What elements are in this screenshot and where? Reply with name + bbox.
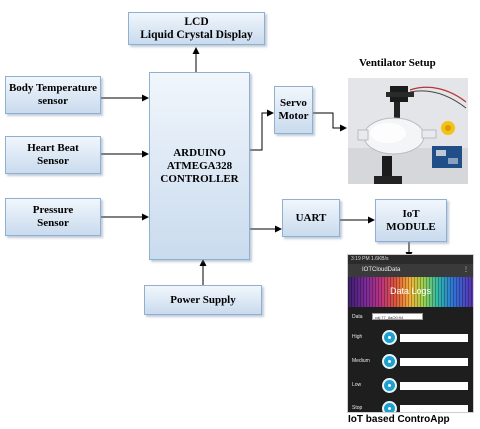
body-temperature-line1: Body Temperature — [8, 82, 98, 94]
value-bar-medium — [400, 358, 468, 366]
servo-line2: Motor — [278, 110, 309, 122]
uart-label: UART — [295, 211, 327, 224]
heart-beat-sensor-block: Heart Beat Sensor — [5, 136, 101, 174]
data-label: Data — [352, 314, 363, 320]
banner-title: Data Logs — [389, 286, 432, 296]
power-button-high[interactable] — [382, 330, 397, 345]
arduino-controller-block: ARDUINO ATMEGA328 CONTROLLER — [149, 72, 250, 260]
value-bar-stop — [400, 405, 468, 412]
arduino-line1: ARDUINO — [173, 146, 226, 159]
arduino-line2: ATMEGA328 — [166, 159, 233, 172]
ventilator-setup-caption: Ventilator Setup — [359, 57, 436, 69]
arrow-arduino-to-servo — [250, 109, 274, 151]
row-label-medium: Medium — [352, 358, 370, 364]
row-label-low: Low — [352, 382, 362, 388]
servo-line1: Servo — [280, 97, 307, 109]
overflow-menu-icon[interactable]: ⋮ — [463, 267, 469, 273]
pressure-line1: Pressure — [32, 204, 74, 216]
data-field[interactable]: cdj:77_8aO0:94 — [372, 313, 423, 320]
pressure-sensor-block: Pressure Sensor — [5, 198, 101, 236]
ventilator-photo — [348, 78, 468, 184]
lcd-subtitle: Liquid Crystal Display — [140, 28, 253, 41]
power-supply-label: Power Supply — [170, 293, 236, 306]
pressure-line2: Sensor — [37, 217, 69, 229]
row-label-stop: Stop — [352, 405, 363, 411]
power-button-stop[interactable] — [382, 401, 397, 412]
app-body: Data cdj:77_8aO0:94 High Medium Low Stop — [348, 307, 473, 412]
uart-block: UART — [282, 199, 340, 237]
body-temperature-sensor-block: Body Temperature sensor — [5, 76, 101, 114]
iot-module-block: IoT MODULE — [375, 199, 447, 242]
lcd-title: LCD — [184, 15, 209, 28]
phone-status-bar: 3:19 PM 1.6KB/s — [348, 255, 473, 264]
value-bar-low — [400, 382, 468, 390]
app-title-bar: IOTCloudData ⋮ — [348, 264, 473, 277]
heart-beat-line2: Sensor — [37, 155, 69, 167]
power-button-medium[interactable] — [382, 354, 397, 369]
iot-line2: MODULE — [386, 220, 436, 233]
status-time: 3:19 PM 1.6KB/s — [351, 256, 389, 262]
servo-motor-block: Servo Motor — [274, 86, 313, 134]
power-supply-block: Power Supply — [144, 285, 262, 315]
body-temperature-line2: sensor — [38, 95, 68, 107]
data-logs-banner: Data Logs — [348, 277, 473, 307]
arrow-servo-to-ventilator — [313, 112, 347, 132]
power-button-low[interactable] — [382, 378, 397, 393]
ventilator-illustration — [348, 78, 468, 184]
iot-app-screenshot: 3:19 PM 1.6KB/s IOTCloudData ⋮ Data Logs… — [347, 254, 474, 413]
value-bar-high — [400, 334, 468, 342]
app-caption: IoT based ControApp — [348, 414, 450, 425]
iot-line1: IoT — [402, 207, 420, 220]
lcd-block: LCD Liquid Crystal Display — [128, 12, 265, 45]
app-title: IOTCloudData — [362, 267, 401, 273]
heart-beat-line1: Heart Beat — [27, 142, 79, 154]
row-label-high: High — [352, 334, 363, 340]
arduino-line3: CONTROLLER — [160, 172, 239, 185]
